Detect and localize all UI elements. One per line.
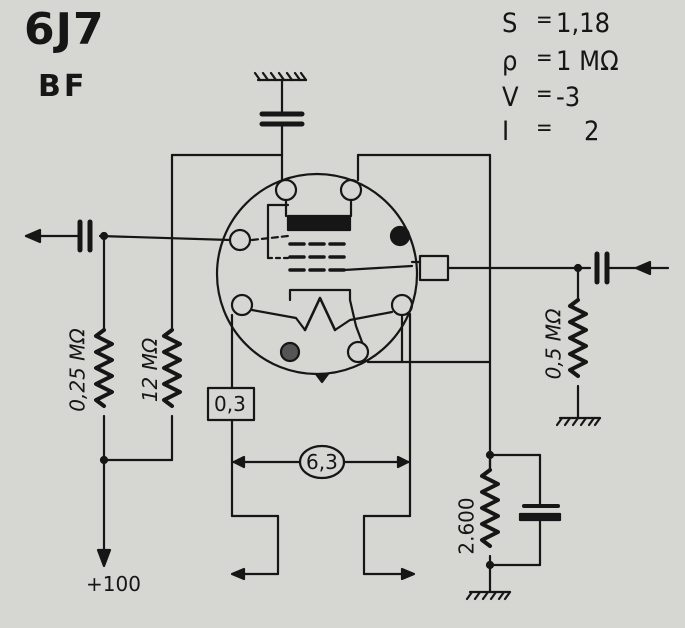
coupling-capacitor-right-icon — [594, 251, 610, 285]
param-i-eq: = — [536, 116, 553, 141]
heater-current-label: 0,3 — [214, 392, 246, 416]
control-grid-cap-icon — [418, 254, 450, 282]
tube-service-label: BF — [38, 69, 88, 104]
heater-voltage-ellipse — [298, 444, 346, 480]
cathode-ground-icon — [465, 590, 512, 601]
param-v-value: -3 — [556, 82, 581, 113]
screen-resistor-label: 12 MΩ — [138, 337, 163, 403]
cathode-bypass-capacitor-icon — [518, 504, 562, 522]
vacuum-tube-icon — [215, 172, 419, 376]
param-rho-name: ρ — [502, 46, 518, 77]
screen-resistor-icon — [162, 328, 182, 408]
filled-pin-icon — [389, 225, 411, 247]
param-i-name: I — [502, 116, 510, 147]
supply-voltage-label: +100 — [86, 572, 141, 596]
cathode-resistor-icon — [480, 468, 500, 548]
tube-pins — [228, 178, 414, 364]
param-s-value: 1,18 — [556, 8, 611, 39]
coupling-capacitor-left-icon — [77, 219, 93, 253]
param-v-eq: = — [536, 82, 553, 107]
grid-leak-resistor-label: 0,5 MΩ — [541, 308, 566, 380]
input-arrow-icon — [634, 260, 652, 276]
supply-arrow-icon — [96, 548, 112, 568]
cathode-resistor-label: 2.600 — [454, 497, 479, 555]
plate-load-resistor-label: 0,25 MΩ — [65, 328, 90, 412]
hatched-pin-icon — [279, 341, 301, 363]
param-rho-value: 1 MΩ — [556, 46, 619, 77]
heater-arrow-right-icon — [400, 567, 416, 581]
param-i-value: 2 — [584, 116, 600, 147]
grid-leak-resistor-icon — [568, 298, 588, 378]
heater-arrow-left-icon — [230, 567, 246, 581]
param-rho-eq: = — [536, 46, 553, 71]
top-ground-icon — [253, 71, 308, 82]
tube-type-title: 6J7 — [24, 4, 105, 55]
plate-electrode — [286, 214, 352, 232]
grid-electrodes — [288, 242, 346, 272]
screen-bypass-capacitor-icon — [259, 111, 305, 127]
output-arrow-icon — [24, 228, 42, 244]
heater-voltage-label: 6,3 — [306, 450, 338, 474]
plate-load-resistor-icon — [94, 328, 114, 408]
param-s-name: S — [502, 8, 518, 39]
param-v-name: V — [502, 82, 519, 113]
param-s-eq: = — [536, 8, 553, 33]
grid-ground-icon — [555, 416, 602, 427]
